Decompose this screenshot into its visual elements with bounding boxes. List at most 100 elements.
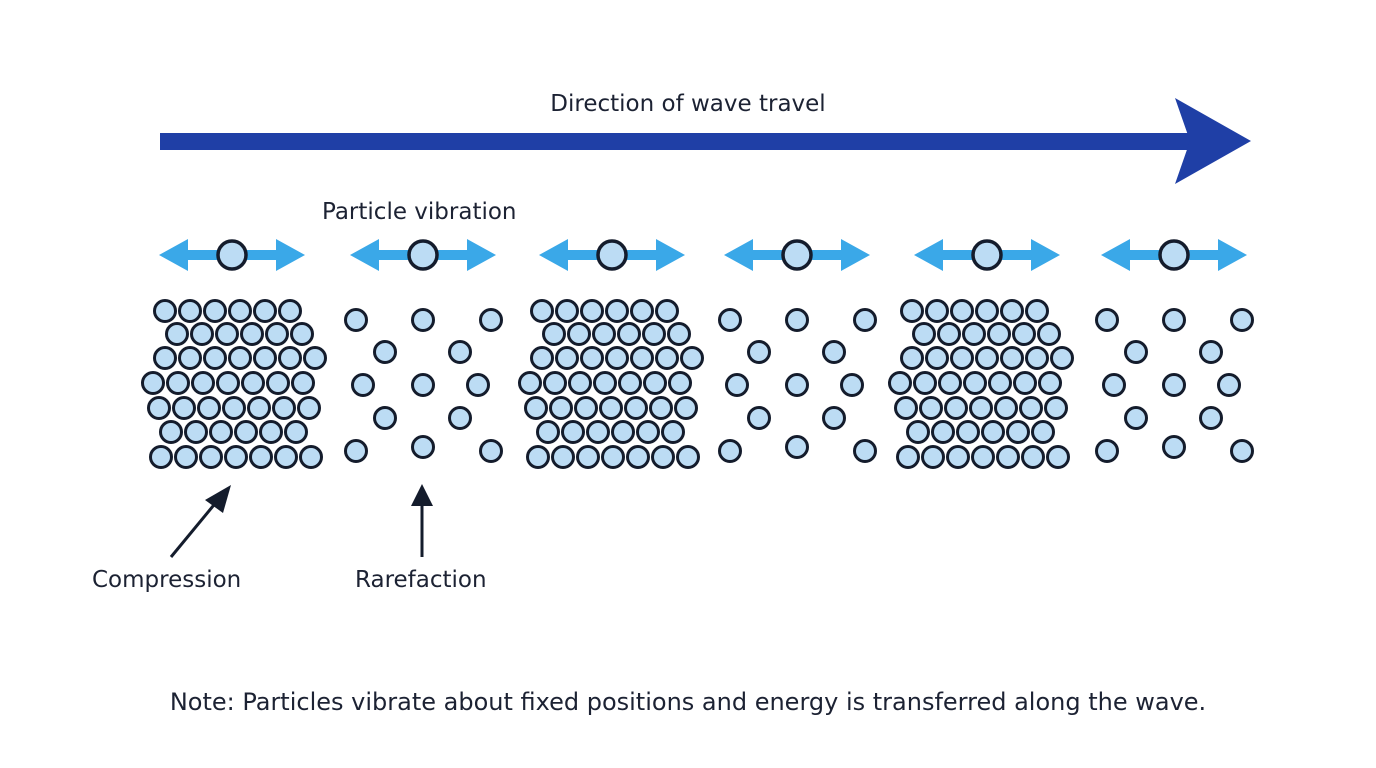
compression-particle — [1000, 299, 1024, 323]
compression-particle — [147, 396, 171, 420]
vibrating-particle-icon — [216, 239, 248, 271]
compression-particle — [605, 346, 629, 370]
compression-particle — [981, 420, 1005, 444]
compression-particle — [676, 445, 700, 469]
compression-particle — [925, 346, 949, 370]
compression-particle — [956, 420, 980, 444]
vibration-indicator — [724, 239, 870, 271]
compression-particle — [574, 396, 598, 420]
compression-particle — [1046, 445, 1070, 469]
vibration-right-arrow-icon — [656, 239, 685, 271]
compression-particle — [1038, 371, 1062, 395]
compression-particle — [601, 445, 625, 469]
rarefaction-particle — [448, 340, 472, 364]
rarefaction-particle — [479, 439, 503, 463]
compression-particle — [199, 445, 223, 469]
rarefaction-particle — [373, 406, 397, 430]
compression-particle — [530, 346, 554, 370]
rarefaction-particle — [718, 308, 742, 332]
compression-particle — [284, 420, 308, 444]
rarefaction-particle — [344, 308, 368, 332]
note-text: Note: Particles vibrate about fixed posi… — [169, 688, 1207, 716]
rarefaction-label: Rarefaction — [355, 567, 487, 593]
compression-particle — [265, 322, 289, 346]
compression-particle — [630, 346, 654, 370]
vibration-right-arrow-shaft — [1188, 250, 1224, 260]
rarefaction-particle — [1230, 308, 1254, 332]
vibration-left-arrow-icon — [159, 239, 188, 271]
compression-particle — [617, 322, 641, 346]
compression-particle — [925, 299, 949, 323]
compression-particle — [209, 420, 233, 444]
rarefaction-particle — [411, 373, 435, 397]
rarefaction-particle — [1230, 439, 1254, 463]
compression-particle — [655, 299, 679, 323]
compression-particle — [159, 420, 183, 444]
compression-particle — [1037, 322, 1061, 346]
compression-particle — [963, 371, 987, 395]
compression-particle — [668, 371, 692, 395]
compression-particle — [649, 396, 673, 420]
rarefaction-particle — [822, 340, 846, 364]
vibration-left-arrow-icon — [350, 239, 379, 271]
compression-particle — [153, 346, 177, 370]
compression-particle — [921, 445, 945, 469]
vibration-right-arrow-icon — [276, 239, 305, 271]
compression-particle — [291, 371, 315, 395]
compression-particle — [241, 371, 265, 395]
compression-particle — [592, 322, 616, 346]
compression-particle — [580, 346, 604, 370]
compression-particle — [278, 299, 302, 323]
compression-particle — [896, 445, 920, 469]
rarefaction-particle — [785, 308, 809, 332]
compression-particle — [576, 445, 600, 469]
compression-particle — [987, 322, 1011, 346]
compression-particle — [611, 420, 635, 444]
rarefaction-particle — [785, 373, 809, 397]
compression-particle — [636, 420, 660, 444]
pointer-arrows — [169, 484, 433, 558]
vibrating-particle-icon — [1158, 239, 1190, 271]
compression-particle — [1012, 322, 1036, 346]
compression-particle — [228, 346, 252, 370]
vibration-left-arrow-shaft — [373, 250, 409, 260]
rarefaction-particle — [1095, 308, 1119, 332]
compression-particle — [518, 371, 542, 395]
rarefaction-particle — [1124, 406, 1148, 430]
rarefaction-particle — [747, 406, 771, 430]
vibration-left-arrow-shaft — [562, 250, 598, 260]
vibration-right-arrow-icon — [1218, 239, 1247, 271]
vibration-left-arrow-icon — [914, 239, 943, 271]
compression-particle — [215, 322, 239, 346]
compression-particle — [994, 396, 1018, 420]
compression-particle — [551, 445, 575, 469]
compression-particle — [1013, 371, 1037, 395]
compression-particle — [178, 346, 202, 370]
wave-direction-label: Direction of wave travel — [550, 91, 826, 117]
vibration-right-arrow-shaft — [1001, 250, 1037, 260]
compression-particle — [630, 299, 654, 323]
compression-particle — [526, 445, 550, 469]
compression-particle — [266, 371, 290, 395]
compression-particle — [549, 396, 573, 420]
compression-particle — [224, 445, 248, 469]
rarefaction-particle — [1199, 340, 1223, 364]
compression-particle — [191, 371, 215, 395]
rarefaction-particle — [1162, 373, 1186, 397]
compression-particle — [253, 299, 277, 323]
rarefaction-particle — [411, 308, 435, 332]
compression-particle — [299, 445, 323, 469]
compression-particle — [153, 299, 177, 323]
compression-particle — [567, 322, 591, 346]
rarefaction-particle — [718, 439, 742, 463]
compression-particle — [1006, 420, 1030, 444]
rarefaction-pointer-arrow-icon — [411, 484, 433, 506]
rarefaction-particle — [344, 439, 368, 463]
compression-particle — [290, 322, 314, 346]
vibration-left-arrow-icon — [539, 239, 568, 271]
compression-particle — [618, 371, 642, 395]
compression-particle — [1019, 396, 1043, 420]
vibrating-particle-icon — [781, 239, 813, 271]
compression-particle — [1025, 299, 1049, 323]
